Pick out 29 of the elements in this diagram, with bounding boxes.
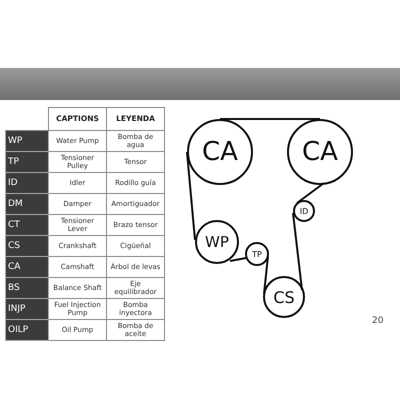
pulley-label: WP bbox=[205, 233, 229, 251]
abbreviation-cell: WP bbox=[6, 130, 48, 152]
pulley-circle bbox=[187, 119, 253, 185]
abbreviation-cell: CS bbox=[6, 236, 48, 256]
pulley-label: CS bbox=[273, 288, 295, 306]
belt-segment bbox=[230, 257, 246, 262]
pulley-circle bbox=[195, 220, 239, 264]
abbreviation-cell: TP bbox=[6, 152, 48, 172]
belt-segment bbox=[220, 118, 320, 120]
abbreviation-cell: DM bbox=[6, 194, 48, 214]
pulley-label: CA bbox=[302, 137, 338, 167]
belt-segment bbox=[292, 212, 303, 290]
pulley-circle bbox=[263, 276, 305, 318]
pulley-circle bbox=[245, 242, 269, 266]
pulley-label: TP bbox=[252, 250, 262, 258]
abbreviation-cell: INJP bbox=[6, 298, 48, 320]
abbreviation-cell: ID bbox=[6, 172, 48, 194]
pulley-circle bbox=[287, 119, 353, 185]
belt-segment bbox=[186, 152, 196, 240]
belt-segment bbox=[296, 182, 325, 204]
belt-segment bbox=[263, 256, 269, 294]
abbreviation-cell: BS bbox=[6, 278, 48, 298]
abbreviation-cell: CT bbox=[6, 214, 48, 236]
pulley-label: ID bbox=[300, 206, 308, 216]
abbreviation-cell: OILP bbox=[6, 320, 48, 340]
page-number: 20 bbox=[372, 316, 384, 326]
pulley-label: CA bbox=[202, 137, 238, 167]
abbreviation-cell: CA bbox=[6, 256, 48, 278]
pulley-circle bbox=[293, 200, 315, 222]
